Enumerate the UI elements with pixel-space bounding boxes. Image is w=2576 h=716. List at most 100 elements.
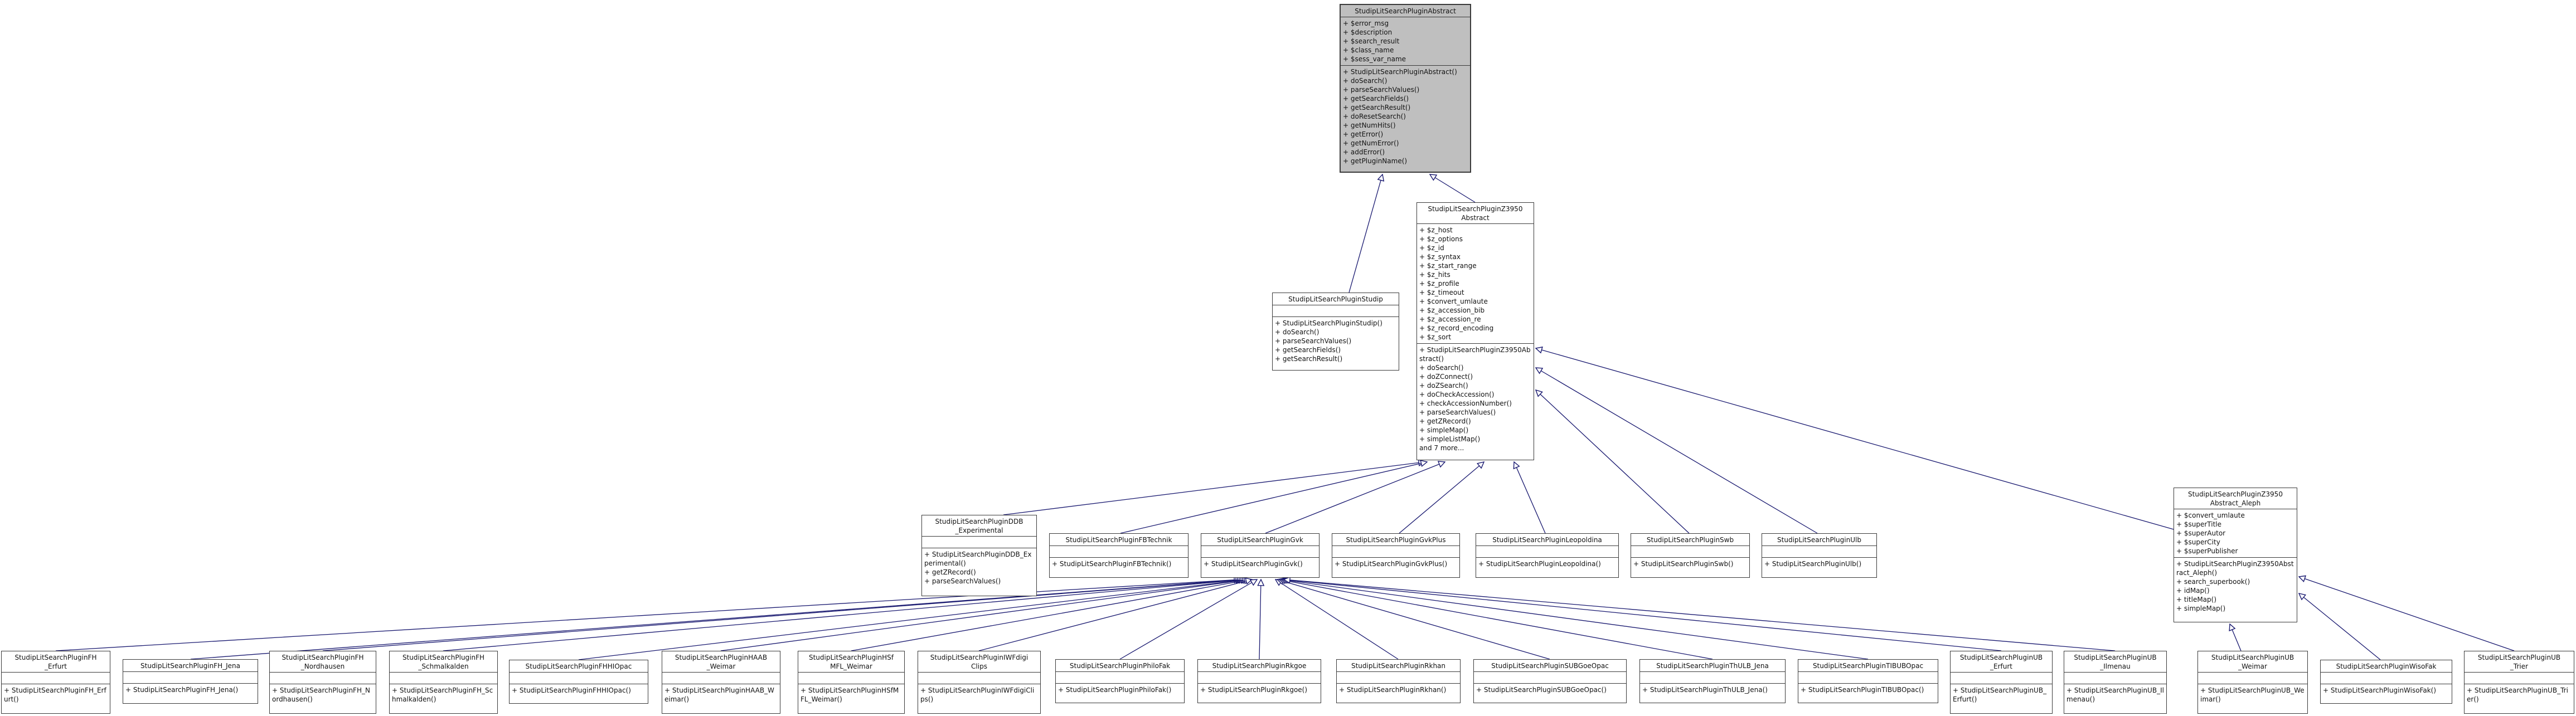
class-title-line: _Erfurt bbox=[1990, 663, 2012, 670]
class-method: + checkAccessionNumber() bbox=[1419, 400, 1512, 407]
class-attribute: + $superTitle bbox=[2176, 520, 2222, 528]
inheritance-edge-hsfmfl-weimar-to-gvk bbox=[851, 579, 1250, 651]
class-node-fhhiopac[interactable]: StudipLitSearchPluginFHHIOpac + StudipLit… bbox=[509, 660, 648, 704]
class-attributes-section bbox=[123, 671, 258, 683]
class-attribute: + $class_name bbox=[1343, 46, 1394, 54]
class-node-ub-trier[interactable]: StudipLitSearchPluginUB_Trier+ StudipLit… bbox=[2464, 651, 2574, 714]
class-attribute: + $z_id bbox=[1419, 244, 1444, 252]
class-title-line: StudipLitSearchPluginZ3950 bbox=[1428, 205, 1523, 213]
class-methods-section: + StudipLitSearchPluginRkhan() bbox=[1337, 683, 1460, 703]
class-node-ub-ilmenau[interactable]: StudipLitSearchPluginUB_Ilmenau+ StudipL… bbox=[2064, 651, 2167, 714]
class-title-line: StudipLitSearchPluginHAAB bbox=[675, 654, 768, 661]
class-node-thulb-jena[interactable]: StudipLitSearchPluginThULB_Jena + StudipL… bbox=[1639, 659, 1786, 703]
class-node-leopoldina[interactable]: StudipLitSearchPluginLeopoldina+ StudipL… bbox=[1476, 533, 1619, 578]
class-node-fh-nordhausen[interactable]: StudipLitSearchPluginFH_Nordhausen+ Stud… bbox=[269, 651, 376, 714]
class-node-ulb[interactable]: StudipLitSearchPluginUlb + StudipLitSearc… bbox=[1762, 533, 1877, 578]
class-method: + StudipLitSearchPluginUB_Erfurt() bbox=[1953, 686, 2047, 703]
class-title-line: _Nordhausen bbox=[300, 663, 345, 670]
class-node-haab-weimar[interactable]: StudipLitSearchPluginHAAB _Weimar + Studip… bbox=[662, 651, 780, 714]
class-title-line: StudipLitSearchPluginFHHIOpac bbox=[525, 663, 632, 670]
class-node-rkhan[interactable]: StudipLitSearchPluginRkhan + StudipLitSea… bbox=[1336, 659, 1461, 703]
class-method: + StudipLitSearchPluginDDB_Experimental(… bbox=[924, 551, 1032, 567]
inheritance-edge-fh-jena-to-gvk bbox=[190, 579, 1242, 660]
inheritance-edge-swb-to-z3950-abstract bbox=[1536, 390, 1690, 534]
class-methods-section: + StudipLitSearchPluginIWFdigiClips() bbox=[918, 684, 1040, 713]
class-title: StudipLitSearchPluginFH_Jena bbox=[123, 660, 258, 671]
class-node-fbtechnik[interactable]: StudipLitSearchPluginFBTechnik+ StudipLi… bbox=[1049, 533, 1188, 578]
class-attributes-section bbox=[2465, 672, 2574, 684]
class-methods-section: + StudipLitSearchPluginHAAB_Weimar() bbox=[662, 684, 780, 713]
class-node-subgoeopac[interactable]: StudipLitSearchPluginSUBGoeOpac+ StudipL… bbox=[1473, 659, 1627, 703]
class-attributes-section bbox=[390, 672, 497, 684]
class-node-wisofak[interactable]: StudipLitSearchPluginWisoFak+ StudipLitS… bbox=[2320, 660, 2452, 704]
class-method: + getZRecord() bbox=[924, 568, 976, 576]
class-node-gvk[interactable]: StudipLitSearchPluginGvk+ StudipLitSearc… bbox=[1201, 533, 1319, 578]
class-method: + StudipLitSearchPluginHSfMFL_Weimar() bbox=[801, 686, 899, 703]
class-title: StudipLitSearchPluginLeopoldina bbox=[1476, 534, 1618, 545]
class-title: StudipLitSearchPluginPhiloFak bbox=[1056, 660, 1184, 671]
class-title: StudipLitSearchPluginUB _Weimar bbox=[2198, 651, 2307, 672]
class-node-tibubopac[interactable]: StudipLitSearchPluginTIBUBOpac + StudipLi… bbox=[1798, 659, 1938, 703]
inheritance-edge-gvkplus-to-z3950-abstract bbox=[1399, 462, 1484, 534]
class-attribute: + $z_timeout bbox=[1419, 289, 1464, 296]
class-attributes-section bbox=[1476, 545, 1618, 557]
class-node-philofak[interactable]: StudipLitSearchPluginPhiloFak+ StudipLit… bbox=[1055, 659, 1185, 703]
class-title: StudipLitSearchPluginFH_Schmalkalden bbox=[390, 651, 497, 672]
class-attributes-section bbox=[270, 672, 376, 684]
class-attributes-section bbox=[1332, 545, 1459, 557]
class-title-line: StudipLitSearchPluginUB bbox=[2211, 654, 2294, 661]
class-node-ddb-experimental[interactable]: StudipLitSearchPluginDDB_Experimental+ S… bbox=[921, 515, 1037, 596]
class-title: StudipLitSearchPluginUlb bbox=[1762, 534, 1876, 545]
class-node-studip[interactable]: StudipLitSearchPluginStudip+ StudipLitSe… bbox=[1272, 293, 1399, 371]
inheritance-edge-haab-weimar-to-gvk bbox=[720, 579, 1249, 651]
class-method: + simpleMap() bbox=[1419, 426, 1469, 434]
class-method: + parseSearchValues() bbox=[1419, 408, 1496, 416]
class-methods-section: + StudipLitSearchPluginTIBUBOpac() bbox=[1798, 683, 1938, 703]
inheritance-edge-ub-weimar-to-z3950-abstract-aleph bbox=[2230, 624, 2242, 651]
class-attribute: + $z_hits bbox=[1419, 271, 1450, 279]
class-methods-section: + StudipLitSearchPluginHSfMFL_Weimar() bbox=[798, 684, 904, 713]
class-node-rkgoe[interactable]: StudipLitSearchPluginRkgoe+ StudipLitSea… bbox=[1197, 659, 1321, 703]
class-title-line: _Weimar bbox=[706, 663, 736, 670]
class-node-ub-weimar[interactable]: StudipLitSearchPluginUB_Weimar+ StudipLi… bbox=[2197, 651, 2308, 714]
class-node-abstract[interactable]: StudipLitSearchPluginAbstract + $error_ms… bbox=[1340, 4, 1471, 173]
class-title-line: _Weimar bbox=[2238, 663, 2267, 670]
class-title: StudipLitSearchPluginAbstract bbox=[1341, 5, 1470, 17]
class-attribute: + $error_msg bbox=[1343, 20, 1389, 27]
class-node-ub-erfurt[interactable]: StudipLitSearchPluginUB_Erfurt+ StudipLi… bbox=[1950, 651, 2053, 714]
class-attribute: + $z_profile bbox=[1419, 280, 1459, 288]
class-title-line: StudipLitSearchPluginHSf bbox=[808, 654, 894, 661]
class-title-line: Abstract bbox=[1461, 214, 1490, 222]
class-methods-section: + StudipLitSearchPluginZ3950Abstract()+ … bbox=[1417, 343, 1534, 460]
class-node-fh-erfurt[interactable]: StudipLitSearchPluginFH_Erfurt+ StudipLi… bbox=[1, 651, 110, 714]
class-method: + StudipLitSearchPluginUlb() bbox=[1764, 560, 1862, 568]
class-title: StudipLitSearchPluginRkhan bbox=[1337, 660, 1460, 671]
class-node-fh-schmalkalden[interactable]: StudipLitSearchPluginFH_Schmalkalden+ St… bbox=[389, 651, 498, 714]
class-node-swb[interactable]: StudipLitSearchPluginSwb+ StudipLitSearc… bbox=[1631, 533, 1750, 578]
class-title-line: StudipLitSearchPluginTIBUBOpac bbox=[1812, 662, 1924, 670]
class-title-line: StudipLitSearchPluginGvkPlus bbox=[1346, 536, 1446, 544]
class-node-gvkplus[interactable]: StudipLitSearchPluginGvkPlus+ StudipLitS… bbox=[1332, 533, 1460, 578]
class-method: + StudipLitSearchPluginIWFdigiClips() bbox=[920, 686, 1035, 703]
class-title: StudipLitSearchPluginThULB_Jena bbox=[1640, 660, 1785, 671]
inheritance-edge-fh-nordhausen-to-gvk bbox=[322, 579, 1244, 651]
class-methods-section: + StudipLitSearchPluginFH_Nordhausen() bbox=[270, 684, 376, 713]
class-title-line: StudipLitSearchPluginSUBGoeOpac bbox=[1491, 662, 1609, 670]
class-title: StudipLitSearchPluginRkgoe bbox=[1198, 660, 1321, 671]
class-attributes-section bbox=[1198, 671, 1321, 683]
class-title-line: StudipLitSearchPluginWisoFak bbox=[2336, 663, 2437, 670]
inheritance-edge-ub-erfurt-to-gvk bbox=[1282, 579, 2002, 651]
class-attributes-section bbox=[662, 672, 780, 684]
class-title-line: StudipLitSearchPluginFH bbox=[14, 654, 97, 661]
class-method: + StudipLitSearchPluginFHHIOpac() bbox=[512, 686, 631, 694]
class-method: + getZRecord() bbox=[1419, 417, 1471, 425]
class-methods-section: + StudipLitSearchPluginThULB_Jena() bbox=[1640, 683, 1785, 703]
class-method: + getSearchResult() bbox=[1343, 104, 1411, 111]
class-node-fh-jena[interactable]: StudipLitSearchPluginFH_Jena+ StudipLitS… bbox=[123, 659, 258, 704]
